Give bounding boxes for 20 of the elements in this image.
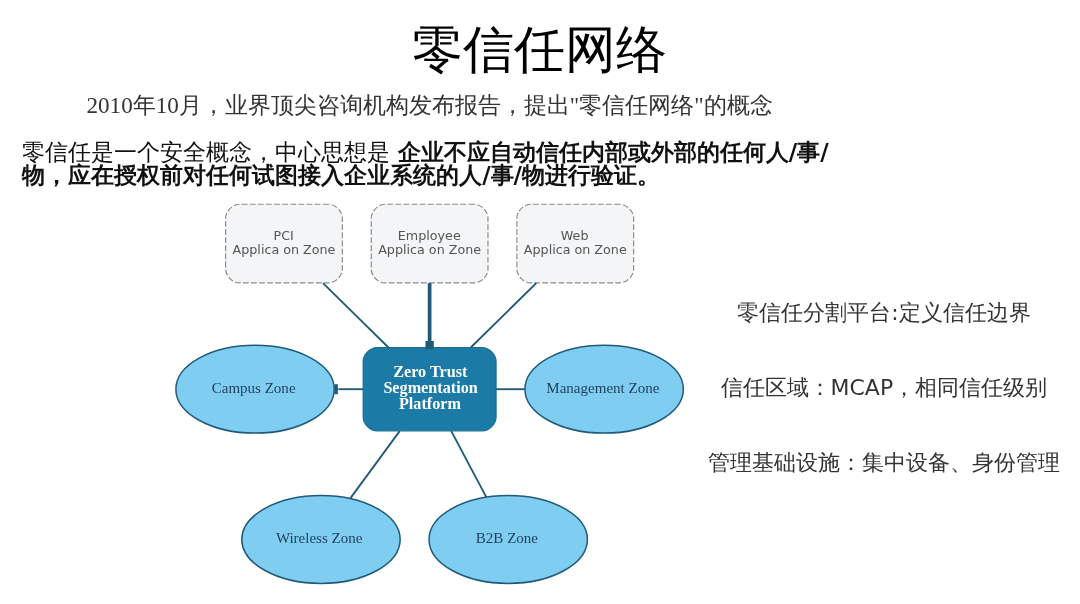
connector bbox=[450, 429, 488, 498]
label: 管理基础设施：集中设备、身份管理 bbox=[707, 449, 1060, 475]
connector bbox=[349, 429, 401, 499]
node-box: Zero Trust Segmentation Platform bbox=[362, 346, 497, 431]
label: 零信任分割平台:定义信任边界 bbox=[737, 298, 1031, 324]
node-ellipse: Wireless Zone bbox=[241, 494, 401, 584]
node-box: Web Applica on Zone bbox=[516, 203, 635, 283]
label: 2010年10月，业界顶尖咨询机构发布报告，提出"零信任网络"的概念 bbox=[86, 91, 773, 118]
diagram-title: 零信任网络 bbox=[412, 19, 668, 79]
connector bbox=[322, 281, 390, 348]
node-ellipse: B2B Zone bbox=[428, 494, 589, 584]
node-ellipse: Campus Zone bbox=[175, 344, 335, 434]
connector bbox=[469, 281, 538, 348]
connector bbox=[333, 383, 365, 394]
node-box: Employee Applica on Zone bbox=[370, 203, 489, 283]
node-box: PCI Applica on Zone bbox=[225, 203, 343, 283]
connector bbox=[495, 387, 526, 390]
label: 信任区域：MCAP，相同信任级别 bbox=[720, 374, 1048, 400]
label: 零信任是一个安全概念，中心思想是企业不应自动信任内部或外部的任何人/事/物，应在授权前对任何试图接入企业系统的人/事/物进行验证。 bbox=[22, 138, 829, 188]
node-ellipse: Management Zone bbox=[524, 344, 685, 434]
